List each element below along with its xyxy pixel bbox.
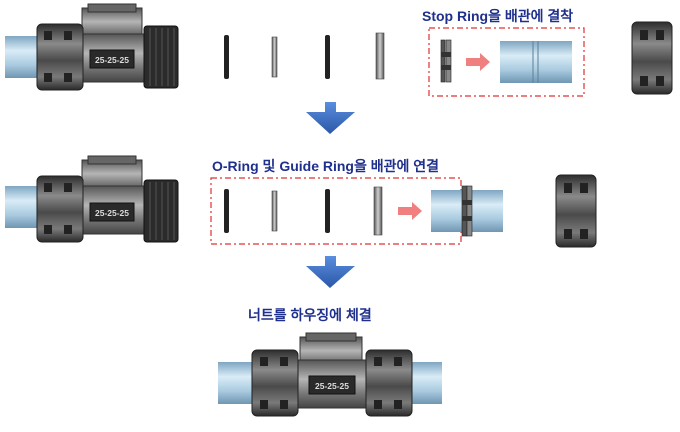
fitting-marking: 25-25-25 [95, 208, 129, 218]
stop-ring-highlight-frame [428, 27, 585, 97]
o-ring [224, 35, 229, 79]
down-arrow-icon [306, 102, 355, 134]
guide-ring [375, 32, 385, 80]
nut-right [143, 25, 179, 89]
right-arrow-icon [398, 202, 422, 220]
down-arrow-icon [306, 256, 355, 288]
rings-highlight-frame [210, 177, 462, 245]
step3-assembled-fitting: 25-25-25 [218, 332, 442, 417]
step3-caption: 너트를 하우징에 체결 [248, 307, 372, 323]
guide-ring [373, 186, 383, 236]
stop-ring [440, 39, 452, 83]
guide-ring [271, 36, 278, 78]
step1-separate-nut [631, 21, 673, 95]
step2-caption: O-Ring 및 Guide Ring을 배관에 연결 [212, 158, 440, 174]
step2-rings [224, 186, 383, 236]
step2-separate-nut [555, 174, 597, 248]
right-arrow-icon [466, 53, 490, 71]
o-ring [325, 189, 330, 233]
guide-ring [271, 190, 278, 232]
step2-tee-fitting: 25-25-25 [5, 155, 179, 243]
step1-caption: Stop Ring을 배관에 결착 [422, 8, 574, 24]
o-ring [325, 35, 330, 79]
step1-loose-rings [224, 32, 385, 80]
fitting-marking: 25-25-25 [315, 381, 349, 391]
nut-left [36, 23, 84, 91]
fitting-marking: 25-25-25 [95, 55, 129, 65]
step1-tee-fitting: 25-25-25 [5, 3, 179, 91]
pipe-segment [500, 41, 572, 83]
o-ring [224, 189, 229, 233]
pipe-with-stop-ring [431, 185, 503, 237]
